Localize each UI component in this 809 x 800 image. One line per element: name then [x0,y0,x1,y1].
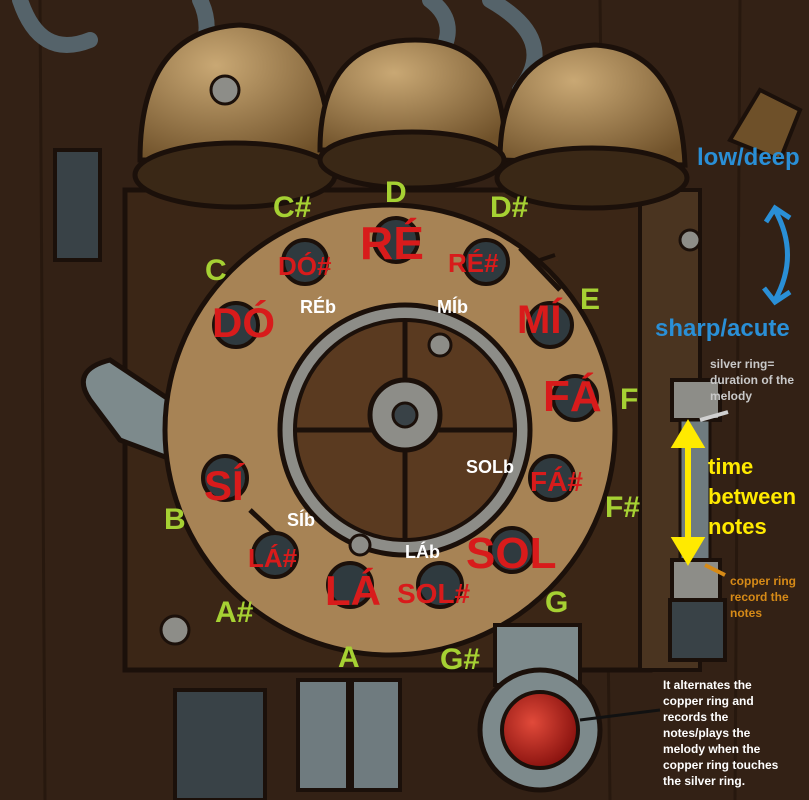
pitch-high-label: sharp/acute [655,315,790,342]
note-a: A [338,641,360,674]
note-d: D [385,176,407,209]
note-d-sharp: D# [490,191,529,224]
copper-ring-note: copper ring record the notes [730,573,796,621]
time-line3: notes [708,514,767,539]
note-g: G [545,586,569,619]
note-sol-sharp: SOL# [397,578,471,609]
silver-ring-note: silver ring= duration of the melody [710,356,794,404]
note-fa: FÁ [543,372,602,421]
note-mi: MÍ [517,298,562,342]
button-note-line4: notes/plays the [663,726,751,740]
note-g-sharp: G# [440,643,481,676]
note-e: E [580,283,601,316]
pitch-low-label: low/deep [697,144,800,171]
note-do-sharp: DÓ# [278,251,332,281]
button-note-line1: It alternates the [663,678,752,692]
bolt-icon [159,74,702,646]
time-between-note: time between notes [708,452,796,542]
note-mi-flat: MÍb [437,297,468,317]
silver-ring-pointer [699,410,729,422]
button-note-line3: records the [663,710,729,724]
note-fa-sharp: FÁ# [530,466,583,497]
red-button-icon [477,667,603,793]
button-note-line6: copper ring touches [663,758,779,772]
note-sol-flat: SOLb [466,457,514,477]
note-sol: SOL [466,529,557,578]
button-note-line7: the silver ring. [663,774,746,788]
note-si-flat: SÍb [287,510,316,530]
button-note-line2: copper ring and [663,694,754,708]
button-explanation: It alternates the copper ring and record… [663,677,778,789]
button-note-line5: melody when the [663,742,761,756]
silver-ring-line1: silver ring= [710,357,775,371]
silver-ring-line3: melody [710,389,753,403]
note-b: B [164,503,186,536]
bell-icon [132,22,690,211]
time-arrow [670,419,706,566]
note-c-sharp: C# [273,191,312,224]
copper-ring-pointer [704,563,726,577]
silver-ring-line2: duration of the [710,373,794,387]
note-do: DÓ [212,299,275,346]
note-re: RÉ [360,217,424,269]
copper-ring-line2: record the [730,590,789,604]
note-c: C [205,254,227,287]
note-f: F [620,383,639,416]
note-f-sharp: F# [605,491,641,524]
pitch-arrow [762,204,792,306]
button-pointer [579,708,661,722]
note-re-sharp: RÉ# [448,248,499,278]
note-la: LÁ [325,567,381,614]
note-la-sharp: LÁ# [248,543,298,573]
note-si: SÍ [204,462,244,509]
copper-ring-line1: copper ring [730,574,797,588]
time-line2: between [708,484,797,509]
note-re-flat: RÉb [300,297,336,317]
note-a-sharp: A# [215,596,254,629]
note-holes [201,216,599,609]
time-line1: time [708,454,754,479]
note-la-flat: LÁb [405,542,440,562]
copper-ring-line3: notes [730,606,763,620]
